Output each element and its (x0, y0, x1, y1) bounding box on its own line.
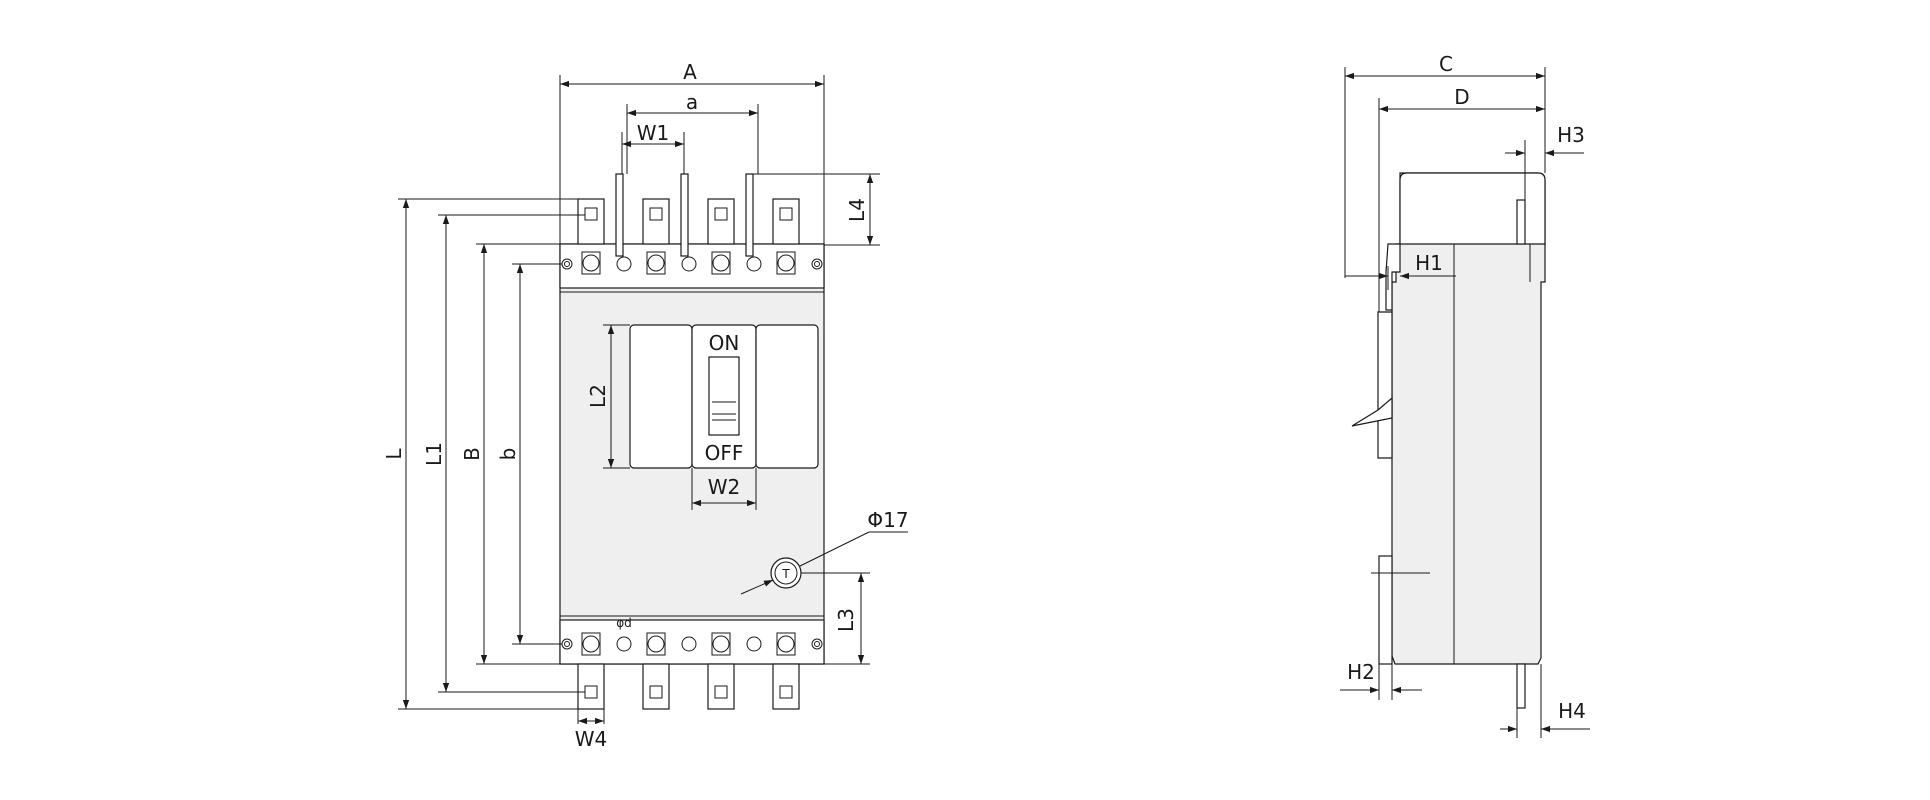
dim-H2-label: H2 (1347, 660, 1375, 684)
dim-H1-label: H1 (1415, 251, 1443, 275)
side-handle-housing (1377, 311, 1393, 459)
cover-panel-right (755, 324, 819, 469)
top-terminal-lugs (577, 198, 800, 245)
side-bottom-terminal (1516, 663, 1526, 709)
top-terminal-strip (559, 243, 825, 289)
dim-W4-label: W4 (575, 727, 608, 751)
dim-W1-label: W1 (637, 121, 670, 145)
test-button-label: T (781, 567, 790, 581)
switch-on-label: ON (709, 331, 740, 355)
side-view: C D H3 H1 H2 H4 (1340, 52, 1590, 738)
bottom-terminal-lugs (577, 663, 800, 710)
dim-C-label: C (1439, 52, 1453, 76)
switch-off-label: OFF (705, 441, 744, 465)
front-view: φd ON OFF T Φ17 (382, 60, 909, 751)
dim-L4-label: L4 (845, 198, 869, 222)
side-body (1391, 172, 1546, 665)
side-handle-lever (1351, 396, 1393, 427)
top-terminal-screws (561, 251, 823, 275)
dim-L3-label: L3 (834, 608, 858, 632)
dim-b-label: b (496, 448, 520, 461)
dim-A-label: A (683, 60, 697, 84)
dim-L1-label: L1 (422, 442, 446, 466)
side-mounting-foot (1378, 555, 1393, 665)
phase-barrier-pins (615, 173, 754, 257)
side-top-cover (1399, 172, 1546, 245)
dim-a-label: a (686, 90, 698, 114)
phi17-label: Φ17 (867, 508, 908, 532)
dim-H3-label: H3 (1557, 123, 1585, 147)
dim-D-label: D (1454, 85, 1469, 109)
phid-label: φd (616, 616, 632, 630)
dim-L-label: L (382, 448, 406, 460)
bottom-terminal-screws (561, 632, 823, 656)
side-top-terminal (1516, 199, 1526, 245)
dim-B-label: B (460, 447, 484, 461)
dim-W2-label: W2 (708, 475, 741, 499)
dim-H4-label: H4 (1558, 699, 1586, 723)
bottom-terminal-strip (559, 619, 825, 665)
cover-panel-left (629, 324, 693, 469)
dim-L2-label: L2 (586, 384, 610, 408)
toggle-handle (708, 356, 740, 436)
